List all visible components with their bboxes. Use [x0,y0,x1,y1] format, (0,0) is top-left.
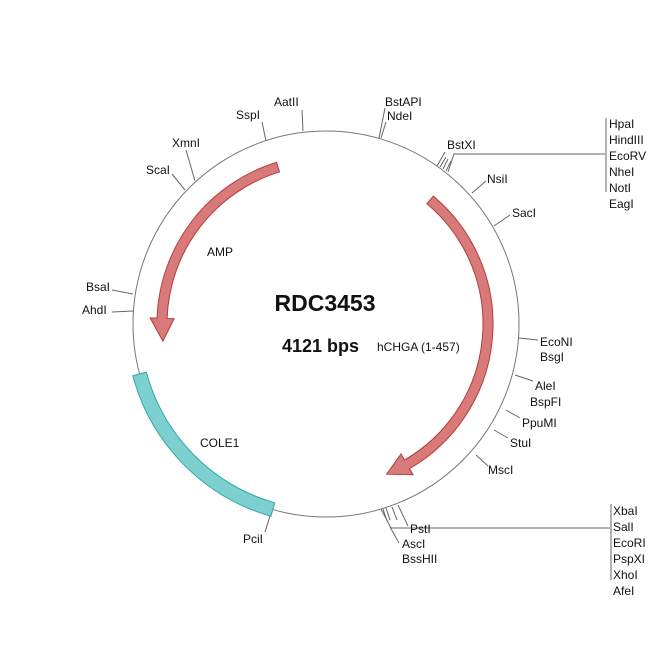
mcs1-site: HindIII [609,133,644,147]
site-ticks [111,107,612,580]
site-asci: AscI [402,537,425,551]
hchga-arrow[interactable] [385,195,494,476]
site-pcii: PciI [243,532,263,546]
mcs1-site: EagI [609,197,634,211]
site-sspi: SspI [236,108,260,122]
site-bspfi: BspFI [530,395,561,409]
mcs2-site: SalI [613,520,634,534]
site-nsii: NsiI [487,172,508,186]
site-alei: AleI [535,379,556,393]
mcs2-site: PspXI [613,552,645,566]
site-msci: MscI [488,463,513,477]
site-bsshii: BssHII [402,552,437,566]
hchga-label: hCHGA (1-457) [377,340,460,354]
amp-arrow[interactable] [149,161,281,343]
mcs2-site: XbaI [613,504,638,518]
backbone-circle [132,130,520,518]
site-ndei: NdeI [387,109,412,123]
plasmid-name: RDC3453 [275,290,376,316]
mcs1-list: HpaI HindIII EcoRV NheI NotI EagI [609,117,646,211]
plasmid-size: 4121 bps [282,336,359,356]
mcs2-list: XbaI SalI EcoRI PspXI XhoI AfeI [613,504,646,598]
site-stui: StuI [510,436,531,450]
site-bstapi: BstAPI [385,95,422,109]
mcs2-site: XhoI [613,568,638,582]
site-scai: ScaI [146,163,170,177]
mcs1-site: EcoRV [609,149,646,163]
site-psti: PstI [410,522,431,536]
site-ppumi: PpuMI [522,416,557,430]
site-bsgi: BsgI [540,350,564,364]
mcs2-site: EcoRI [613,536,646,550]
site-ahdi: AhdI [82,303,107,317]
site-aatii: AatII [274,95,299,109]
mcs1-site: NotI [609,181,631,195]
mcs2-site: AfeI [613,584,634,598]
site-econi: EcoNI [540,335,573,349]
cole1-feature[interactable] [132,371,276,517]
site-saci: SacI [512,206,536,220]
site-xmni: XmnI [172,136,200,150]
mcs1-site: HpaI [609,117,634,131]
cole1-label: COLE1 [200,436,240,450]
site-bstxi: BstXI [447,138,476,152]
mcs1-site: NheI [609,165,634,179]
site-bsai: BsaI [86,280,110,294]
amp-label: AMP [207,245,233,259]
